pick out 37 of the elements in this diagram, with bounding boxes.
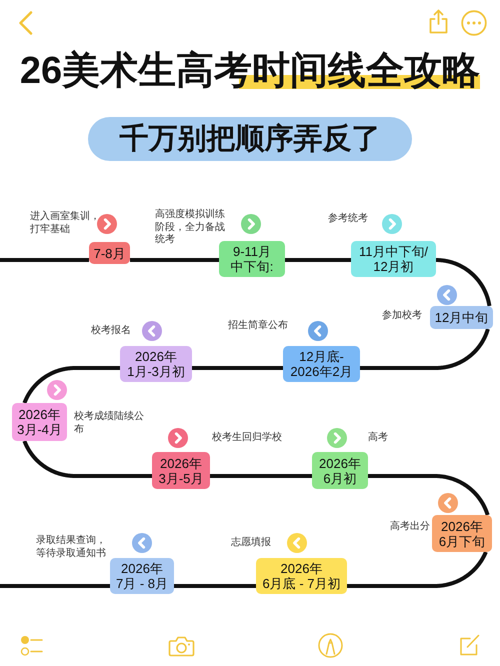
- timeline-line: [367, 474, 490, 517]
- stage-note: 校考成绩陆续公布: [74, 411, 145, 436]
- date-box: 2026年6月初: [312, 452, 368, 489]
- date-box: 11月中下旬/12月初: [351, 241, 436, 277]
- subtitle-pill: 千万别把顺序弄反了: [88, 117, 412, 161]
- timeline-line: [209, 474, 313, 478]
- stage-note: 参加校考: [382, 310, 422, 322]
- stage-note: 录取结果查询，等待录取通知书: [36, 535, 107, 560]
- timeline-line: [191, 366, 284, 370]
- stage-note: 志愿填报: [231, 537, 271, 550]
- timeline-line: [0, 584, 111, 588]
- date-box: 2026年6月下旬: [432, 515, 492, 552]
- stage-note: 校考生回归学校: [212, 432, 282, 444]
- stage-note: 参考统考: [328, 213, 368, 226]
- date-box: 2026年6月底 - 7月初: [256, 558, 347, 594]
- date-box: 7-8月: [89, 242, 130, 264]
- date-box: 2026年1月-3月初: [120, 346, 192, 382]
- timeline-line: [284, 258, 352, 262]
- stage-note: 高考: [368, 432, 388, 444]
- stage-note: 进入画室集训，打牢基础: [30, 211, 101, 236]
- timeline-line: [0, 258, 90, 262]
- timeline-line: [359, 328, 490, 370]
- date-box: 12月中旬: [430, 306, 493, 329]
- timeline-line: [22, 366, 121, 404]
- date-box: 9-11月中下旬:: [219, 241, 285, 277]
- timeline-line: [22, 440, 153, 478]
- timeline-line: [129, 258, 220, 262]
- date-box: 12月底-2026年2月: [283, 346, 360, 382]
- date-box: 2026年3月-5月: [152, 452, 210, 489]
- timeline-line: [435, 258, 492, 308]
- timeline-line: [173, 584, 257, 588]
- date-box: 2026年7月 - 8月: [110, 558, 174, 594]
- date-box: 2026年3月-4月: [12, 403, 67, 441]
- stage-note: 高考出分: [390, 521, 430, 534]
- timeline-line: [346, 550, 488, 588]
- stage-note: 招生简章公布: [228, 320, 288, 332]
- stage-note: 校考报名: [91, 325, 131, 338]
